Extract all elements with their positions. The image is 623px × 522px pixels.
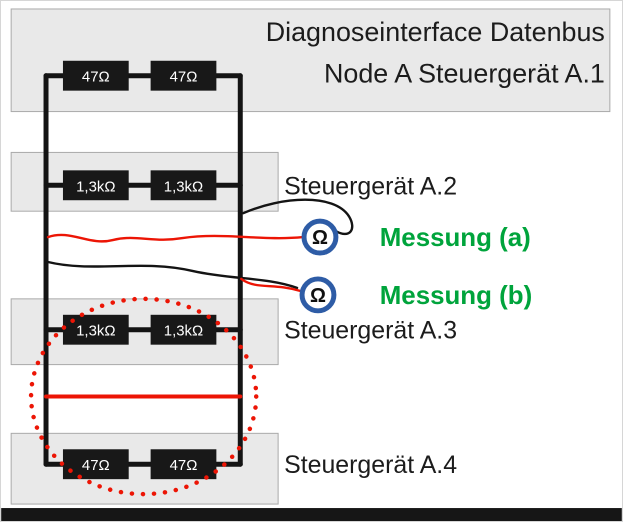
ohm-symbol-a: Ω <box>312 227 328 249</box>
ohmmeter-icon-a <box>301 218 339 256</box>
resistor-value: 1,3kΩ <box>164 323 203 340</box>
resistor-block <box>62 60 129 91</box>
ohm-symbol-b: Ω <box>310 285 326 307</box>
measurement-label-a: Messung (a) <box>380 224 531 252</box>
resistor-value: 1,3kΩ <box>76 178 115 195</box>
resistor-block <box>62 170 129 201</box>
slide-title: Diagnoseinterface Datenbus <box>266 17 605 47</box>
unit-box-a4 <box>10 432 279 505</box>
resistor-value: 47Ω <box>82 69 110 86</box>
unit-box-node-a <box>10 8 611 113</box>
test-lead-red-b <box>240 277 302 293</box>
unit-label-a4: Steuergerät A.4 <box>284 451 457 479</box>
resistor-block <box>150 60 217 91</box>
resistor-value: 1,3kΩ <box>76 323 115 340</box>
resistor-block <box>150 314 217 345</box>
fault-highlight-circle <box>28 296 259 497</box>
resistor-value: 1,3kΩ <box>164 178 203 195</box>
measurement-label-b: Messung (b) <box>380 282 532 310</box>
resistor-block <box>62 449 129 480</box>
test-lead-black-b <box>46 260 299 290</box>
footer-bar <box>1 508 622 521</box>
unit-label-a2: Steuergerät A.2 <box>284 172 457 200</box>
resistor-value: 47Ω <box>82 457 110 474</box>
resistor-block <box>150 449 217 480</box>
resistor-value: 47Ω <box>170 69 198 86</box>
slide-subtitle: Node A Steuergerät A.1 <box>324 59 605 89</box>
test-lead-red-a <box>46 233 305 243</box>
unit-label-a3: Steuergerät A.3 <box>284 317 457 345</box>
resistor-value: 47Ω <box>170 457 198 474</box>
resistor-block <box>150 170 217 201</box>
ohmmeter-icon-b <box>299 276 337 314</box>
unit-box-a2 <box>10 151 279 212</box>
